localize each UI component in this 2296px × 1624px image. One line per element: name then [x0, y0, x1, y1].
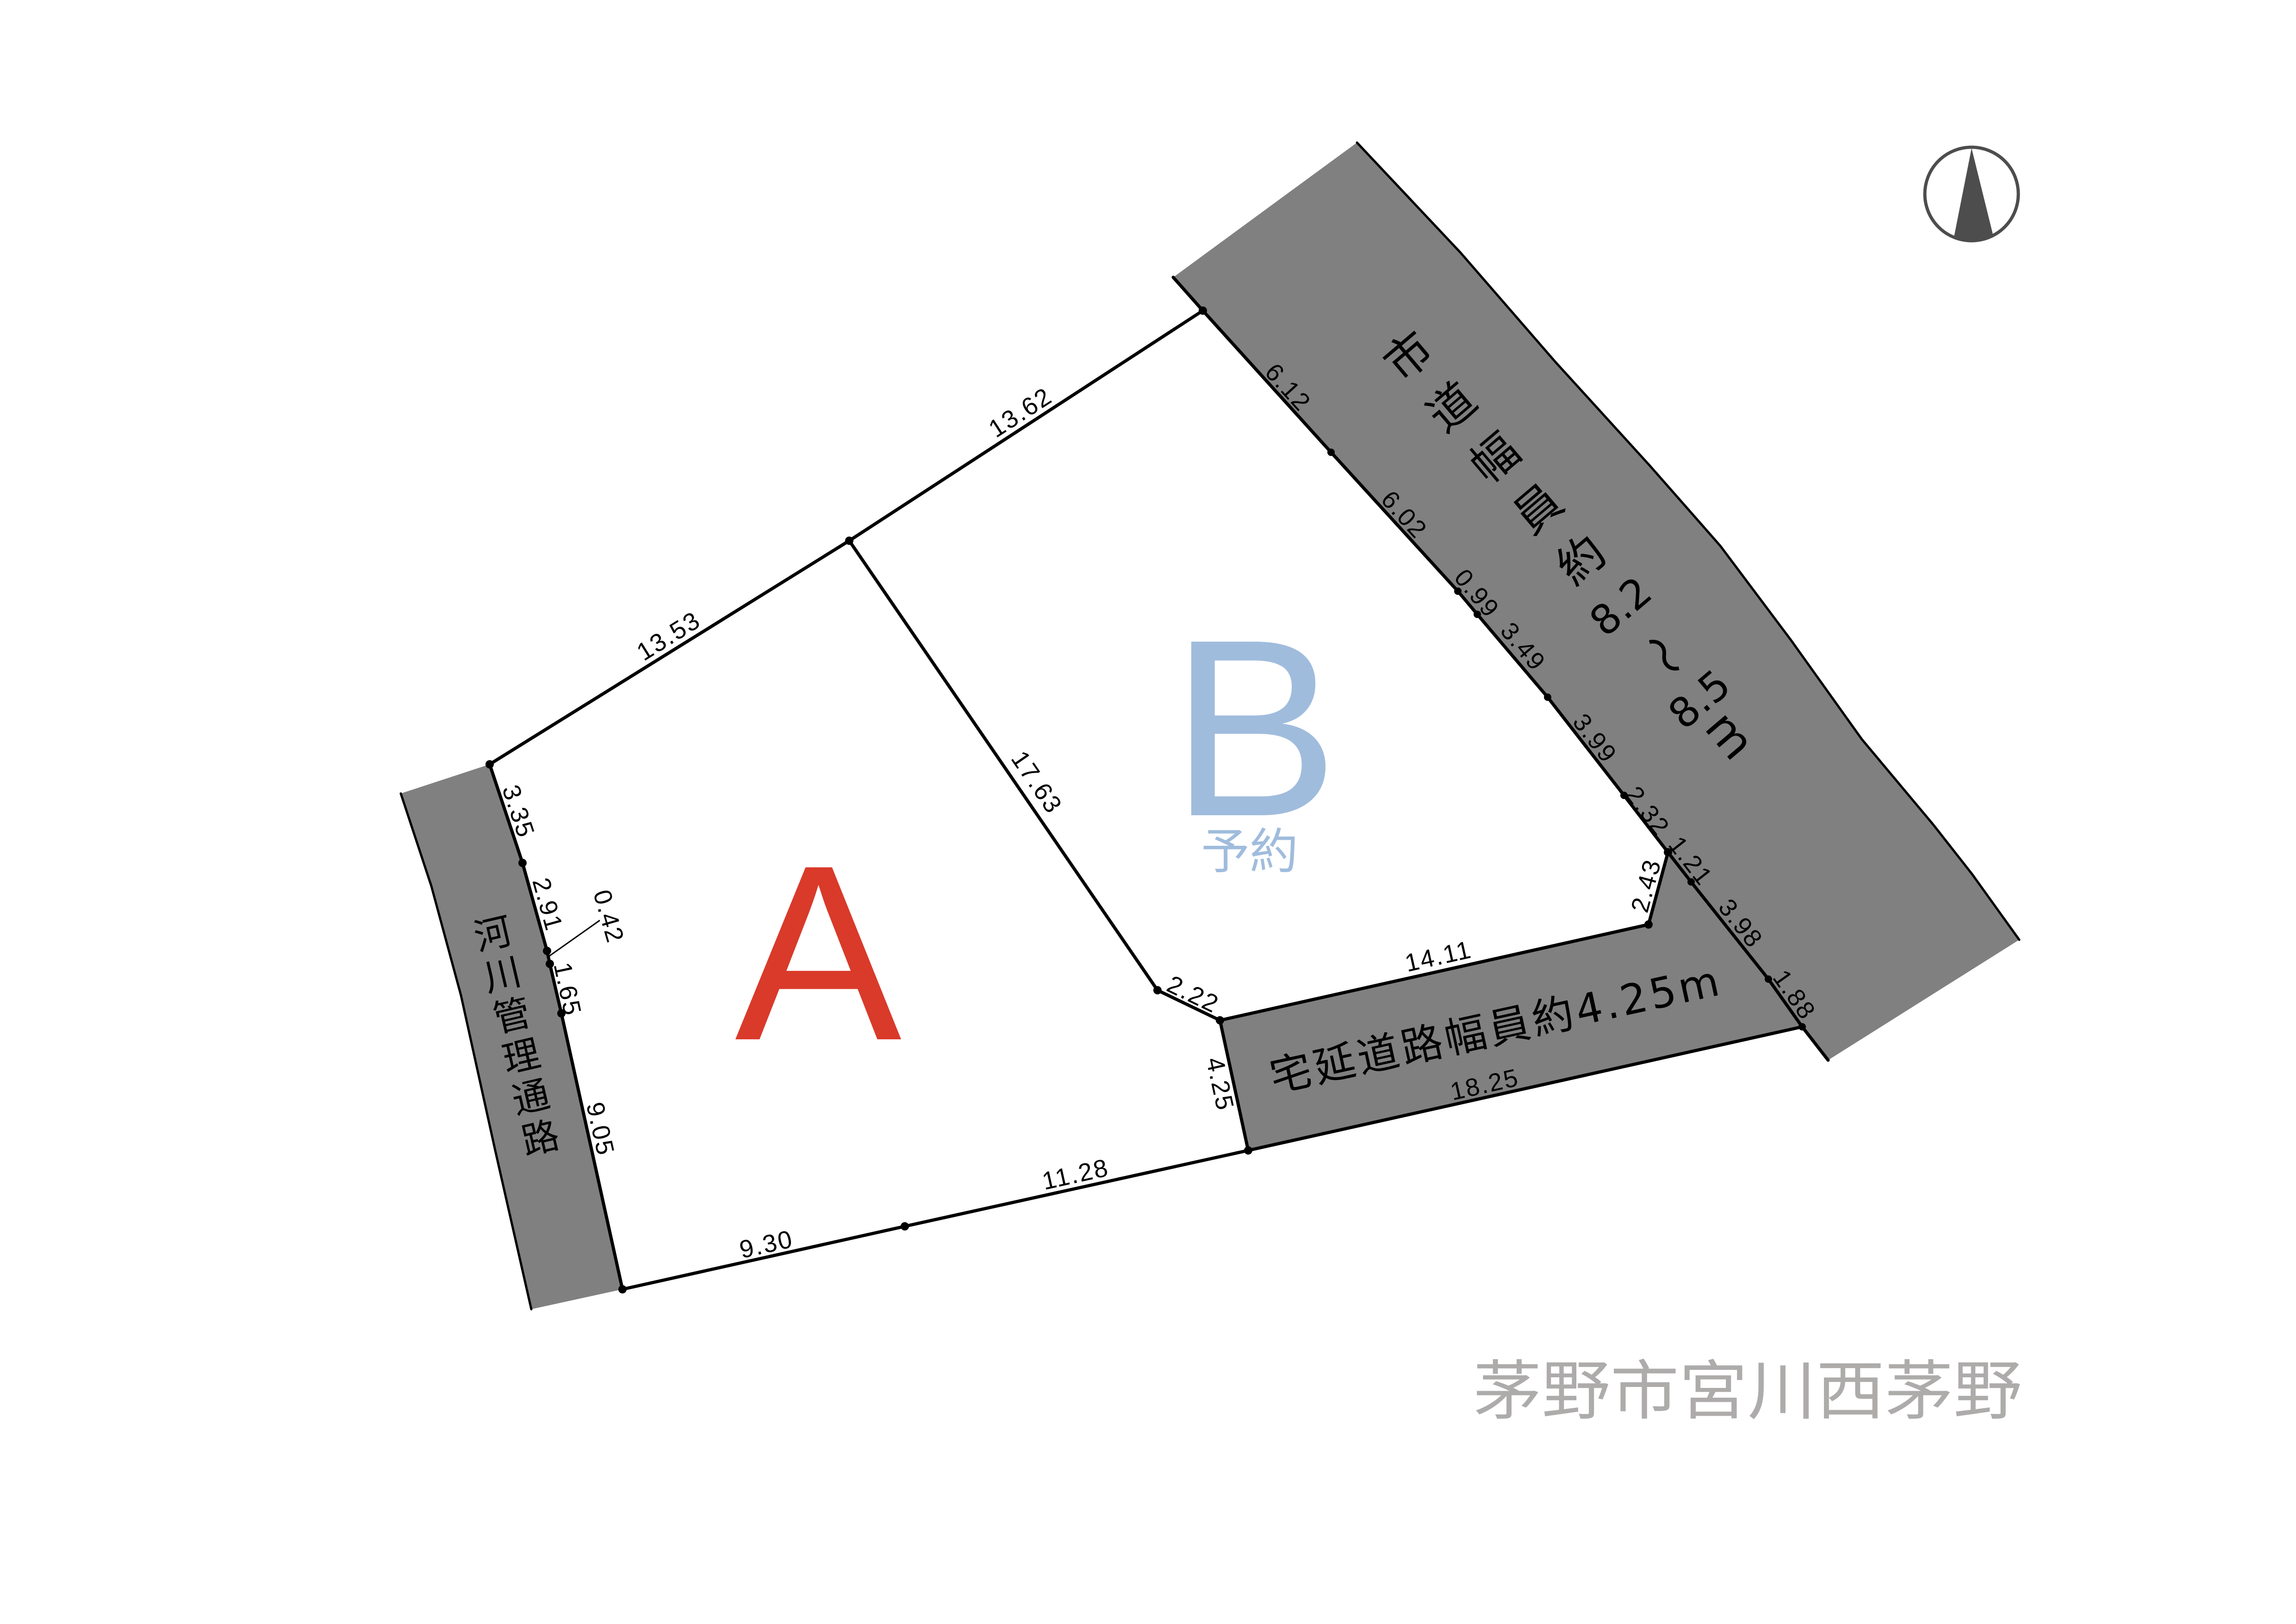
lot-b-label: B [1170, 587, 1339, 869]
survey-point-marker [1199, 306, 1207, 315]
city-road-area [1173, 143, 2019, 1060]
survey-point-marker [1244, 1146, 1252, 1155]
survey-point-marker [485, 760, 494, 768]
river-road-label: 河 川 管 理 通 路 [470, 909, 564, 1164]
survey-point-marker [557, 1009, 566, 1018]
survey-point-marker [1798, 1023, 1806, 1031]
survey-point-marker [845, 537, 853, 545]
lot-a-south-west-boundary-line [488, 762, 1250, 1291]
survey-point-marker [1620, 792, 1628, 799]
lot-a-label: A [735, 813, 903, 1093]
survey-point-marker [1454, 587, 1462, 595]
survey-point-marker [1474, 611, 1481, 618]
survey-point-marker [1687, 878, 1695, 886]
survey-point-marker [546, 960, 554, 968]
access-road-area [1220, 852, 1802, 1150]
survey-point-marker [1765, 975, 1772, 983]
city-road-inner-edge-line [1171, 275, 1830, 1062]
survey-point-marker [1327, 449, 1335, 456]
survey-point-marker [618, 1285, 627, 1293]
survey-point-marker [1216, 1016, 1224, 1024]
survey-point-marker [518, 859, 527, 867]
survey-point-marker [1664, 848, 1672, 856]
access-road-end-line [1218, 1018, 1250, 1152]
lot-b-status-reserved: 予約 [1201, 824, 1298, 880]
survey-point-marker [543, 947, 551, 955]
river-road-outer-edge-line [399, 792, 533, 1311]
survey-point-marker [1153, 986, 1162, 994]
survey-point-marker [901, 1222, 909, 1230]
river-road-area [401, 764, 622, 1309]
survey-point-markers [485, 306, 1806, 1293]
access-road-south-line [1246, 1025, 1804, 1152]
city-road-outer-edge-line [1356, 141, 2021, 941]
location-address: 茅野市宮川西茅野 [1473, 1354, 2022, 1430]
north-arrow-pointer [1954, 148, 1993, 241]
survey-point-marker [1544, 693, 1551, 701]
north-arrow-icon [1923, 145, 2020, 243]
survey-point-marker [1644, 920, 1653, 929]
dimension-leader-line [549, 919, 600, 957]
